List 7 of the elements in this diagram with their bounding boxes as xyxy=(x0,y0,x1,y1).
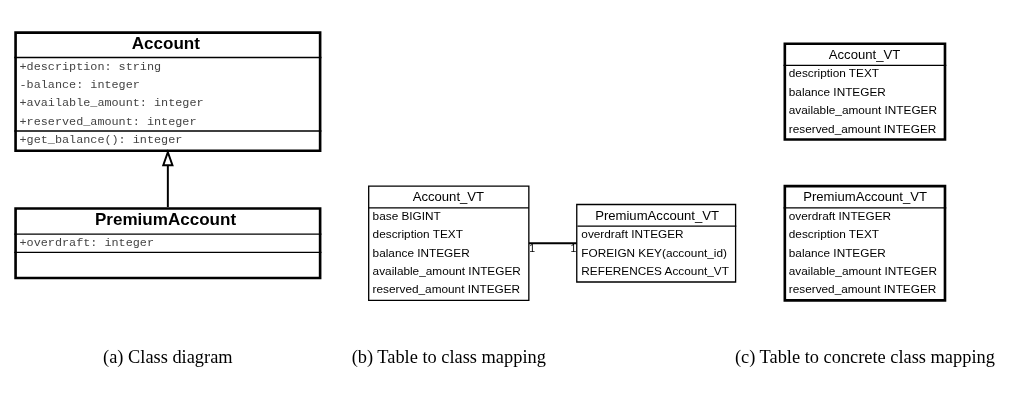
label: (c) Table to concrete class mapping xyxy=(734,346,995,367)
label: 1 xyxy=(529,241,536,254)
arrow xyxy=(161,148,174,208)
label: (a) Class diagram xyxy=(103,346,233,367)
connector xyxy=(528,241,578,244)
label: 1 xyxy=(570,241,577,254)
label: (b) Table to class mapping xyxy=(351,346,546,367)
